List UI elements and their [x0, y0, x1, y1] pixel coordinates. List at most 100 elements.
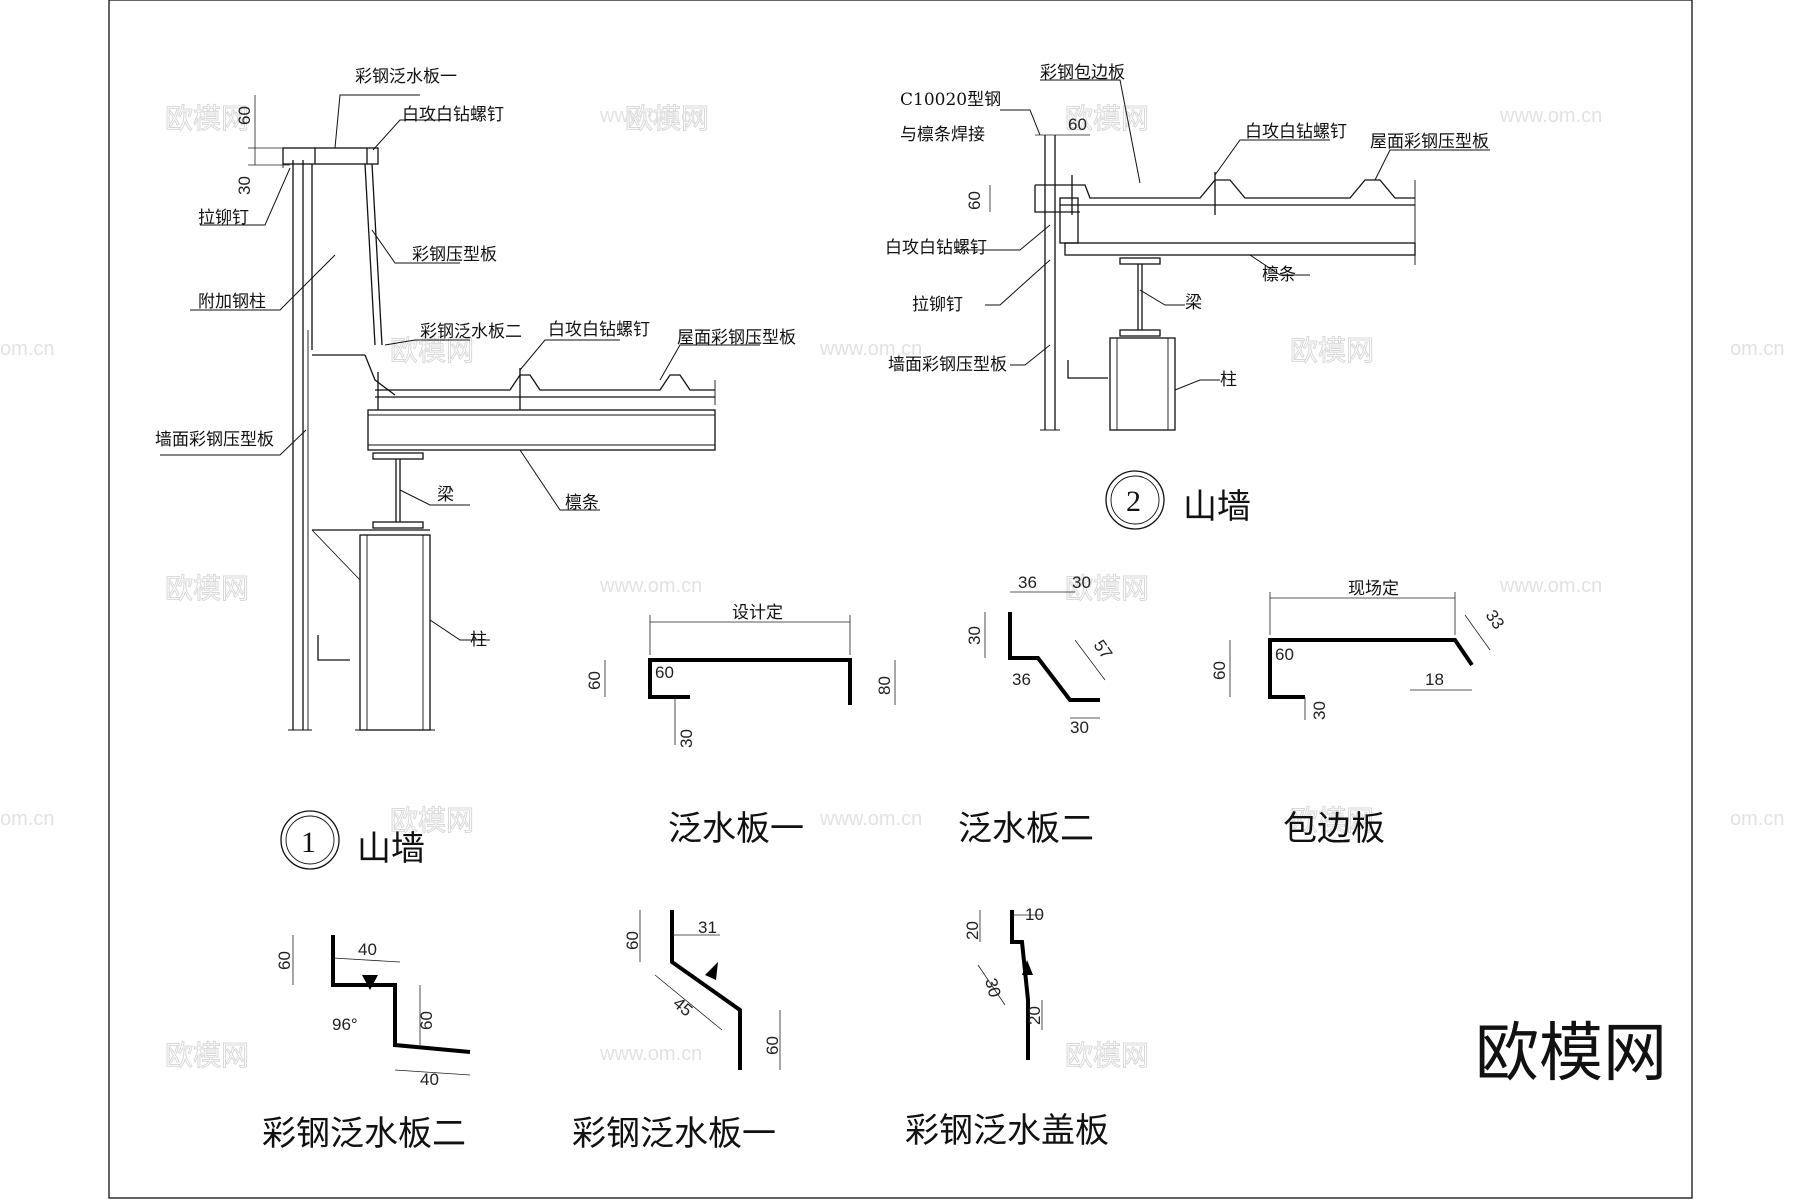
- dimension-line: [1464, 614, 1491, 651]
- label-roof-sheet: 屋面彩钢压型板: [677, 328, 796, 348]
- label-column: 柱: [470, 630, 487, 650]
- watermark-site: www.om.cn: [819, 338, 922, 360]
- watermark-site: www.om.cn: [1499, 105, 1602, 127]
- label-roof-sheet: 屋面彩钢压型板: [1370, 132, 1489, 152]
- watermark-site: om.cn: [0, 338, 54, 360]
- purlin: [367, 409, 716, 451]
- dim-60: 60: [235, 106, 254, 125]
- watermark-text: 欧模网: [165, 572, 249, 605]
- leader: [334, 94, 420, 149]
- watermark-site: www.om.cn: [819, 808, 922, 830]
- watermark-site: www.om.cn: [599, 1043, 702, 1065]
- leader: [200, 167, 291, 226]
- brace: [311, 529, 361, 581]
- dim-bottom: 20: [1025, 1006, 1044, 1025]
- watermark-text: 欧模网: [625, 102, 709, 135]
- dim-lip: 33: [1482, 606, 1508, 632]
- dim-top: 40: [358, 940, 377, 959]
- leader: [371, 229, 460, 264]
- watermark-text: 欧模网: [165, 1039, 249, 1072]
- label-wall-sheet: 墙面彩钢压型板: [155, 430, 274, 450]
- watermark-site: om.cn: [1730, 808, 1784, 830]
- watermark-text: 欧模网: [1290, 334, 1374, 367]
- profile-caption: 泛水板二: [958, 809, 1094, 849]
- watermark-text: 欧模网: [1065, 1039, 1149, 1072]
- watermark-site: www.om.cn: [1499, 575, 1602, 597]
- label-profiled-sheet: 彩钢压型板: [412, 245, 497, 265]
- leader: [1374, 149, 1490, 181]
- dim-top1: 36: [1018, 573, 1037, 592]
- leader: [372, 119, 450, 151]
- dim-inner: 60: [655, 663, 674, 682]
- watermark-text: 欧模网: [390, 334, 474, 367]
- watermark-site: www.om.cn: [599, 105, 702, 127]
- dim-top: 31: [698, 918, 717, 937]
- leader: [1010, 344, 1051, 366]
- watermark-site: www.om.cn: [599, 575, 702, 597]
- label-screw-top: 白攻白钻螺钉: [402, 105, 504, 125]
- profile-line: [1268, 638, 1474, 699]
- leader: [519, 339, 620, 371]
- lower-caption: 彩钢泛水板一: [572, 1114, 776, 1154]
- leader: [1000, 109, 1041, 136]
- profile-top-note: 现场定: [1348, 579, 1399, 599]
- beam-flange-bottom: [372, 521, 424, 529]
- dim-60: 60: [965, 191, 984, 210]
- leader: [190, 254, 336, 311]
- leader: [1040, 79, 1141, 184]
- profiled-sheet-line: [364, 163, 376, 346]
- edge-board: [1034, 185, 1080, 213]
- label-flashing-2: 彩钢泛水板二: [420, 322, 522, 342]
- detail-1-number: 1: [301, 826, 316, 859]
- profile-caption: 泛水板一: [668, 809, 804, 849]
- watermark-site: om.cn: [0, 808, 54, 830]
- dim-slope: 57: [1090, 636, 1116, 662]
- column: [1109, 337, 1176, 431]
- detail-number-circle-inner: [1110, 475, 1160, 525]
- label-screw-side: 白攻白钻螺钉: [885, 238, 987, 258]
- label-purlin: 檩条: [565, 493, 599, 513]
- dim-slope: 45: [669, 994, 696, 1021]
- profile-edge-board: 现场定 60 60 30 18 33 包边板: [1210, 579, 1508, 849]
- detail-number-circle: [280, 810, 340, 870]
- lower-steel-flashing-1: 60 31 45 60 彩钢泛水板一: [572, 910, 782, 1154]
- leader: [429, 619, 490, 641]
- dim-left: 60: [275, 951, 294, 970]
- flashing-1-box: [282, 147, 379, 165]
- dim-inner: 60: [1275, 645, 1294, 664]
- roof-sheet: [375, 374, 715, 391]
- lower-caption: 彩钢泛水板二: [262, 1114, 466, 1154]
- dim-bottom: 30: [1070, 718, 1089, 737]
- beam-flange-top: [372, 452, 424, 460]
- leader: [519, 449, 600, 511]
- bracket: [317, 635, 350, 661]
- dim-left: 60: [1210, 661, 1229, 680]
- leader: [659, 344, 760, 381]
- dimension-line: [394, 1069, 471, 1076]
- purlin: [1064, 242, 1416, 256]
- detail-2-gable-wall: 60 60 彩钢包边板 C10020型钢 与檩条焊接 白攻白钻螺钉 屋面彩钢压型…: [885, 63, 1490, 530]
- dim-top: 10: [1025, 905, 1044, 924]
- dim-left: 30: [965, 626, 984, 645]
- dim-right: 80: [875, 676, 894, 695]
- dim-slope: 30: [981, 976, 1004, 999]
- leader: [985, 259, 1051, 306]
- direction-arrow-icon: [1022, 960, 1033, 975]
- profile-top-note: 设计定: [732, 603, 783, 623]
- dim-bottom: 30: [677, 729, 696, 748]
- lower-caption: 彩钢泛水盖板: [905, 1111, 1109, 1151]
- profile-line: [1010, 910, 1030, 1060]
- leader: [1139, 289, 1185, 306]
- leader: [399, 489, 470, 506]
- lower-steel-flashing-2: 60 40 96° 60 40 彩钢泛水板二: [262, 935, 471, 1154]
- bracket: [1067, 360, 1108, 379]
- label-rivet: 拉铆钉: [912, 295, 963, 315]
- watermark-text: 欧模网: [165, 102, 249, 135]
- label-purlin: 檩条: [1262, 265, 1296, 285]
- dim-angle: 96°: [332, 1015, 358, 1034]
- dimension-line: [977, 964, 1006, 1006]
- detail-1-gable-wall: 60 30 彩钢泛水板一 白攻白钻螺钉 拉铆钉 彩钢压型板 附加钢柱 彩钢泛水板…: [155, 67, 796, 870]
- beam-flange-bottom: [1119, 329, 1161, 337]
- profiled-sheet-line: [371, 163, 383, 346]
